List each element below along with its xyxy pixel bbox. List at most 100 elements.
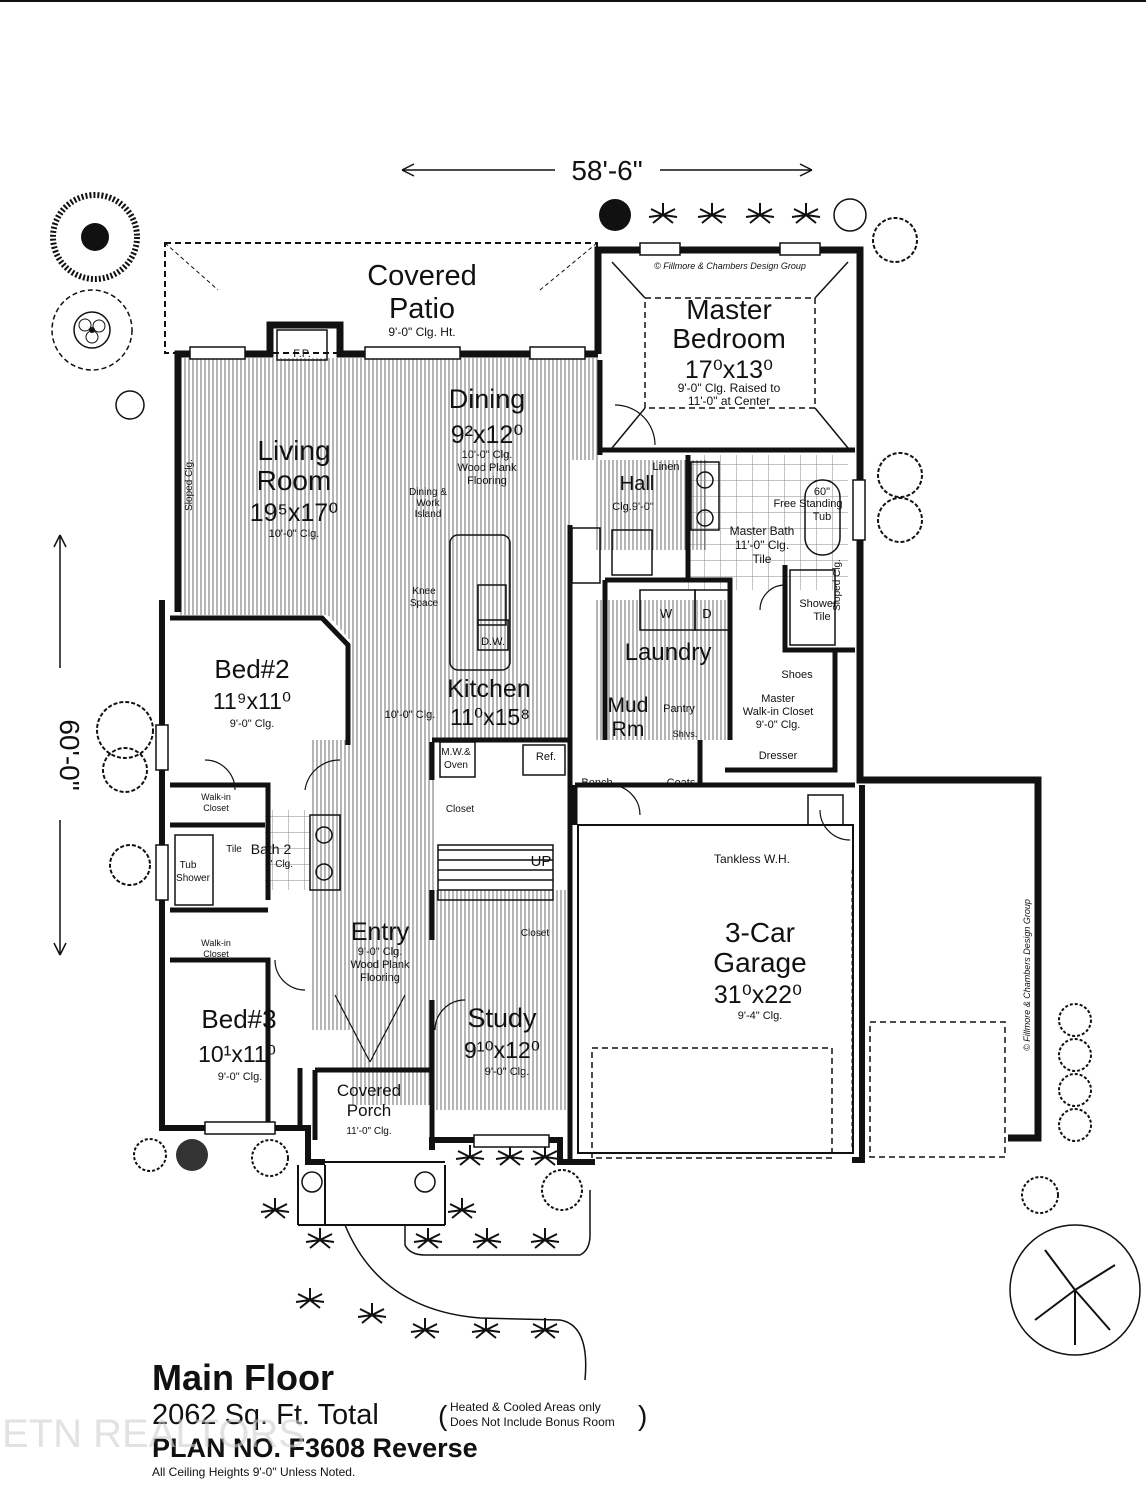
- entry-floor-1: Wood Plank: [350, 959, 410, 971]
- width-dimension: 58'-6": [401, 155, 813, 186]
- patio-ceiling: 9'-0" Clg. Ht.: [388, 325, 455, 339]
- plant-icon: [472, 1227, 502, 1249]
- plant-icon: [357, 1302, 387, 1324]
- landscaping: [50, 192, 1141, 1381]
- watermark: ETN REALTORS: [2, 1412, 305, 1456]
- bed2-label: Bed#2: [214, 654, 289, 684]
- depth-dimension-label: 60'-0": [54, 719, 85, 790]
- plant-icon: [455, 1144, 485, 1166]
- dresser-label: Dresser: [759, 750, 798, 762]
- tree-icon: [877, 497, 923, 543]
- mud-label-2: Rm: [612, 718, 645, 741]
- area-line: 2062 Sq. Ft. Total: [152, 1399, 379, 1431]
- plant-icon: [495, 1144, 525, 1166]
- tray-ceiling: [644, 297, 816, 409]
- plant-icon: [530, 1317, 560, 1339]
- island-label-3: Island: [415, 509, 442, 520]
- bath2-label: Bath 2: [251, 841, 292, 857]
- stairs-label: UP: [531, 853, 552, 870]
- planter-bed: [404, 1190, 591, 1256]
- depth-dimension: 60'-0": [53, 534, 85, 956]
- shrub-icon: [115, 390, 145, 420]
- knee-label-2: Space: [410, 598, 439, 609]
- bath2-tub-2: Shower: [176, 873, 211, 884]
- shower-label-1: Shower: [799, 598, 837, 610]
- stairs-icon: [437, 844, 554, 901]
- plant-icon: [413, 1227, 443, 1249]
- plant-icon: [530, 1144, 560, 1166]
- shower-label-2: Tile: [813, 611, 830, 623]
- garage-size: 31⁰x22⁰: [714, 981, 802, 1009]
- study-size: 9¹⁰x12⁰: [464, 1037, 540, 1063]
- ref-label: Ref.: [536, 751, 556, 763]
- dw-label: D.W.: [481, 636, 505, 648]
- plant-icon: [305, 1227, 335, 1249]
- mw-label-1: M.W.&: [441, 747, 471, 758]
- plant-icon: [471, 1317, 501, 1339]
- bath2-vanity-icon: [309, 814, 341, 891]
- coats-label: Coats: [667, 777, 696, 789]
- tree-icon: [877, 452, 923, 498]
- area-note-2: Does Not Include Bonus Room: [450, 1415, 615, 1429]
- master-bath-ceiling: 11'-0" Clg.: [735, 538, 789, 552]
- study-label: Study: [467, 1003, 537, 1033]
- plant-icon: [648, 202, 678, 224]
- bath2-tile: Tile: [226, 844, 242, 855]
- shrub-icon: [599, 199, 631, 231]
- master-size: 17⁰x13⁰: [685, 356, 773, 384]
- mw-label-2: Oven: [444, 760, 468, 771]
- tree-icon: [96, 701, 154, 759]
- arrow-left-icon: [401, 163, 415, 177]
- master-closet-label-1: Master: [761, 693, 795, 705]
- living-size: 19⁵x17⁰: [250, 499, 339, 527]
- copyright-top: © Fillmore & Chambers Design Group: [654, 261, 806, 271]
- tree-icon: [109, 844, 151, 886]
- kitchen-size: 11⁰x15⁸: [450, 704, 530, 730]
- mud-label-1: Mud: [608, 694, 649, 717]
- door-swings: [204, 404, 851, 1063]
- kitchen-label: Kitchen: [447, 675, 530, 703]
- water-heater-label: Tankless W.H.: [714, 852, 790, 866]
- shrub-icon: [833, 198, 867, 232]
- vanity-icon: [690, 461, 720, 531]
- island-label-1: Dining &: [409, 487, 447, 498]
- island-label-2: Work: [416, 498, 440, 509]
- ceiling-note: All Ceiling Heights 9'-0" Unless Noted.: [152, 1465, 355, 1479]
- shrub-icon: [133, 1138, 167, 1172]
- garage-ceiling: 9'-4" Clg.: [738, 1010, 783, 1022]
- shrub-icon: [176, 1139, 208, 1171]
- refrigerator-icon: [522, 744, 566, 776]
- garage-label-2: Garage: [713, 947, 806, 978]
- bath2-ceiling: 9' Clg.: [265, 859, 293, 870]
- tree-canopy-icon: [51, 289, 133, 371]
- area-note-1: Heated & Cooled Areas only: [450, 1400, 601, 1414]
- range-icon: [571, 527, 601, 584]
- shrub-icon: [541, 1169, 583, 1211]
- shoes-label: Shoes: [781, 669, 813, 681]
- water-heater-icon: [807, 794, 844, 826]
- master-closet-label-2: Walk-in Closet: [743, 706, 814, 718]
- width-dimension-label: 58'-6": [571, 155, 642, 186]
- windows: [155, 242, 866, 1148]
- porch-ceiling: 11'-0" Clg.: [346, 1126, 391, 1137]
- bench-label: Bench: [581, 777, 612, 789]
- master-ceiling-2: 11'-0" at Center: [688, 394, 770, 408]
- master-ceiling-1: 9'-0" Clg. Raised to: [678, 381, 781, 395]
- dining-label: Dining: [449, 384, 526, 414]
- entry-ceiling: 9'-0" Clg.: [358, 946, 403, 958]
- tub-label-1: Free Standing: [773, 498, 842, 510]
- tub-icon: [804, 479, 841, 556]
- bathtub-icon: [174, 834, 214, 906]
- linen-label: Linen: [653, 461, 680, 473]
- shelves-label: Shlvs.: [673, 729, 698, 739]
- bed3-ceiling: 9'-0" Clg.: [218, 1071, 263, 1083]
- kitchen-island: [449, 534, 511, 671]
- sink-icon: [477, 584, 507, 626]
- garage: [577, 794, 1006, 1159]
- dining-size: 9²x12⁰: [451, 421, 524, 449]
- planter-icon: [301, 1171, 323, 1193]
- master-bath-tile: [688, 455, 848, 590]
- hall-label: Hall: [620, 473, 654, 495]
- living-label-2: Room: [257, 465, 332, 496]
